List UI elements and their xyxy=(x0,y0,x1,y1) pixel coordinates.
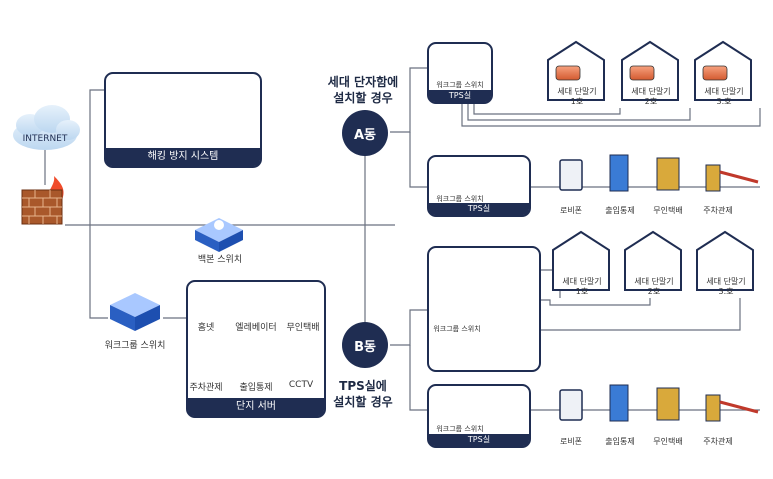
b-caption-line2: 설치할 경우 xyxy=(333,395,393,409)
b-endpoint-delivery: 무인택배 xyxy=(653,437,683,446)
a-endpoint-parking: 주차관제 xyxy=(703,206,733,215)
backbone-switch-label: 백본 스위치 xyxy=(197,255,243,265)
a-tps2-box: TPS실 xyxy=(427,155,531,217)
server-parking: 주차관제 xyxy=(189,383,223,393)
hacking-prevention-title: 해킹 방지 시스템 xyxy=(106,148,260,166)
server-delivery: 무인택배 xyxy=(286,323,320,333)
a-tps1-box: TPS실 xyxy=(427,42,493,104)
b-unit1-number: 1호 xyxy=(575,287,589,296)
server-cctv: CCTV xyxy=(288,380,314,390)
a-unit3-device: 세대 단말기 xyxy=(704,87,744,96)
b-unit1-device: 세대 단말기 xyxy=(562,277,602,286)
server-homenet: 홈넷 xyxy=(197,323,215,333)
connection-lines xyxy=(44,67,761,411)
b-endpoint-icons xyxy=(559,384,759,422)
b-unit2-device: 세대 단말기 xyxy=(634,277,674,286)
a-endpoint-icons xyxy=(559,154,759,192)
b-endpoint-lobbyphone: 로비폰 xyxy=(559,437,583,446)
b-tps2-room: TPS실 xyxy=(429,434,529,446)
a-endpoint-access: 출입통제 xyxy=(605,206,635,215)
a-tps2-room: TPS실 xyxy=(429,203,529,215)
b-tps2-switch-label: 워크그룹 스위치 xyxy=(436,425,484,433)
a-building-node: A동 xyxy=(342,110,388,156)
b-caption: TPS실에 설치할 경우 xyxy=(318,378,408,410)
a-tps1-room: TPS실 xyxy=(429,90,491,102)
b-unit-houses xyxy=(552,230,754,291)
a-caption-line2: 설치할 경우 xyxy=(333,91,393,105)
complex-server-box: 단지 서버 xyxy=(186,280,326,418)
a-unit2-number: 2호 xyxy=(644,97,658,106)
b-unit3-number: 3.호 xyxy=(718,287,734,296)
a-tps1-switch-label: 워크그룹 스위치 xyxy=(436,81,484,89)
b-unit3-device: 세대 단말기 xyxy=(706,277,746,286)
workgroup-switch-icon xyxy=(110,293,160,331)
a-unit-devices xyxy=(555,65,728,81)
complex-server-title: 단지 서버 xyxy=(188,398,324,416)
internet-cloud-icon xyxy=(13,105,80,150)
b-tps1-switch-label: 워크그룹 스위치 xyxy=(433,325,481,333)
b-endpoint-parking: 주차관제 xyxy=(703,437,733,446)
a-tps2-switch-label: 워크그룹 스위치 xyxy=(436,195,484,203)
a-unit2-device: 세대 단말기 xyxy=(631,87,671,96)
server-access: 출입통제 xyxy=(239,383,273,393)
b-tps1-box xyxy=(427,246,541,372)
server-elevator: 엘레베이터 xyxy=(235,323,277,333)
b-unit2-number: 2호 xyxy=(647,287,661,296)
workgroup-switch-label: 워크그룹 스위치 xyxy=(104,341,166,351)
a-endpoint-lobbyphone: 로비폰 xyxy=(559,206,583,215)
firewall-icon xyxy=(21,176,64,225)
a-endpoint-delivery: 무인택배 xyxy=(653,206,683,215)
b-building-node: B동 xyxy=(342,322,388,368)
a-unit3-number: 3.호 xyxy=(716,97,732,106)
a-unit1-number: 1호 xyxy=(570,97,584,106)
a-caption: 세대 단자함에 설치할 경우 xyxy=(318,74,408,106)
a-caption-line1: 세대 단자함에 xyxy=(327,75,399,89)
hacking-prevention-box: 해킹 방지 시스템 xyxy=(104,72,262,168)
internet-label: INTERNET xyxy=(23,134,68,144)
b-caption-line1: TPS실에 xyxy=(339,379,387,393)
b-tps2-box: TPS실 xyxy=(427,384,531,448)
backbone-switch-icon xyxy=(195,218,243,252)
a-unit1-device: 세대 단말기 xyxy=(557,87,597,96)
b-endpoint-access: 출입통제 xyxy=(605,437,635,446)
